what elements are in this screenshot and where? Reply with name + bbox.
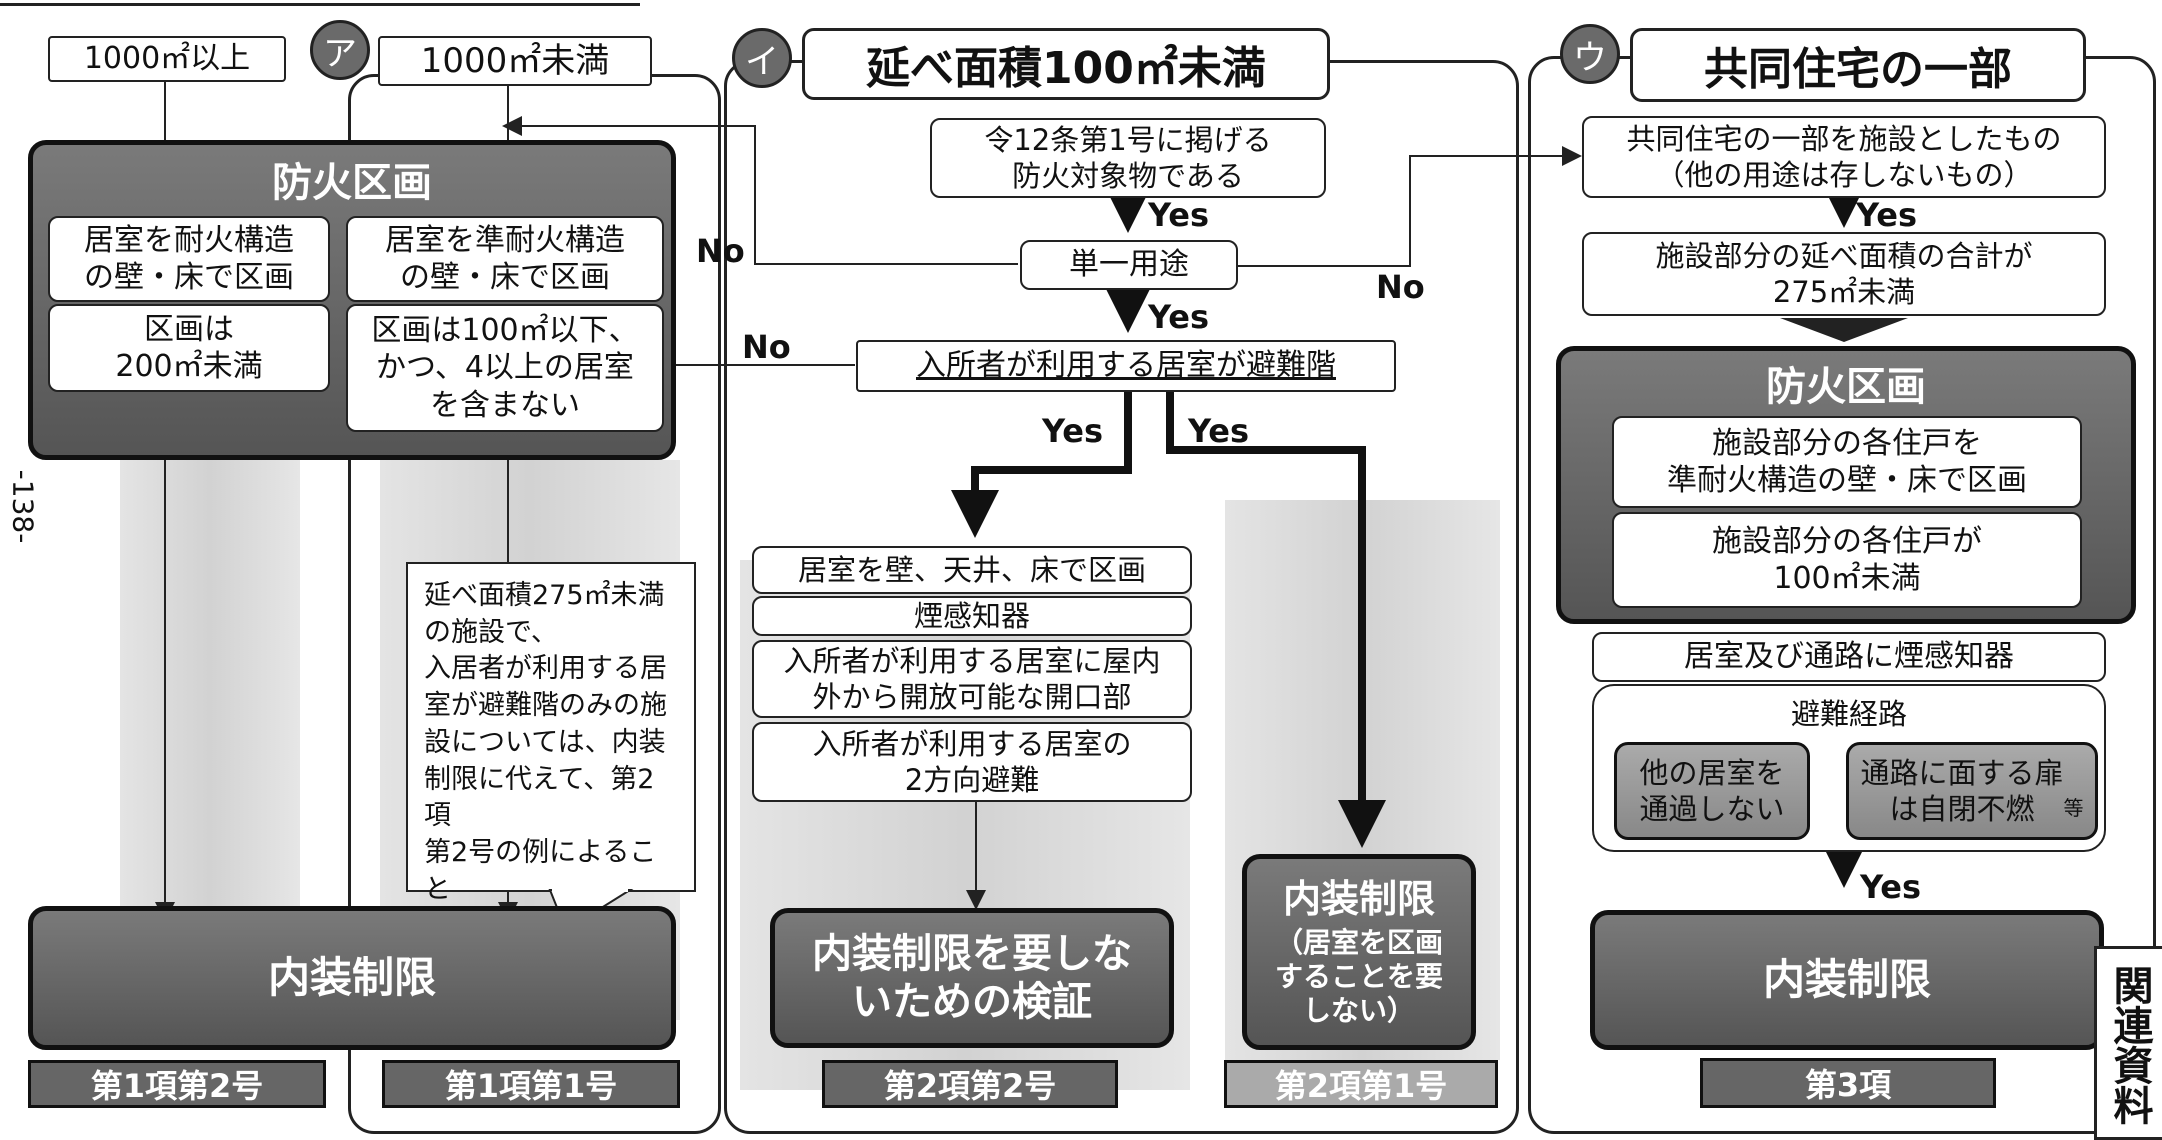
u-title: 共同住宅の一部 bbox=[1630, 28, 2086, 102]
i-result-right: 内装制限 （居室を区画 することを要 しない） bbox=[1242, 854, 1476, 1050]
i-result-left: 内装制限を要しな いための検証 bbox=[770, 908, 1174, 1048]
u-route-title: 避難経路 bbox=[1790, 697, 1907, 731]
i-label-left: 第2項第2号 bbox=[822, 1060, 1118, 1108]
u-route-2: 通路に面する扉 は自閉不燃等 bbox=[1846, 742, 2098, 840]
a-label-left: 第1項第2号 bbox=[28, 1060, 326, 1108]
i-req-3: 入所者が利用する居室に屋内 外から開放可能な開口部 bbox=[752, 640, 1192, 718]
a-left-area: 区画は 200㎡未満 bbox=[48, 304, 330, 392]
u-route-1: 他の居室を 通過しない bbox=[1614, 742, 1810, 840]
i-no-q2-left: No bbox=[696, 232, 745, 270]
side-tab: 関連資料 bbox=[2094, 946, 2162, 1140]
u-fc-2: 施設部分の各住戸が 100㎡未満 bbox=[1612, 512, 2082, 608]
i-no-q3: No bbox=[742, 328, 791, 366]
i-label-right: 第2項第1号 bbox=[1224, 1060, 1498, 1108]
note-bubble: 延べ面積275㎡未満 の施設で、 入居者が利用する居 室が避難階のみの施 設につ… bbox=[406, 562, 696, 941]
i-req-4: 入所者が利用する居室の 2方向避難 bbox=[752, 722, 1192, 802]
u-q2: 施設部分の延べ面積の合計が 275㎡未満 bbox=[1582, 232, 2106, 316]
fire-compartment-a-title: 防火区画 bbox=[272, 160, 432, 206]
fire-compartment-u-title: 防火区画 bbox=[1766, 364, 1926, 410]
u-q1: 共同住宅の一部を施設としたもの （他の用途は存しないもの） bbox=[1582, 116, 2106, 198]
u-yes-1: Yes bbox=[1856, 196, 1917, 234]
marker-u: ウ bbox=[1560, 24, 1620, 84]
a-left-wall: 居室を耐火構造 の壁・床で区画 bbox=[48, 216, 330, 302]
marker-a: ア bbox=[310, 20, 370, 80]
i-yes-2: Yes bbox=[1148, 298, 1209, 336]
i-req-2: 煙感知器 bbox=[752, 596, 1192, 636]
u-result: 内装制限 bbox=[1590, 910, 2104, 1050]
u-route-2-suffix: 等 bbox=[2063, 796, 2084, 820]
side-tab-label: 関連資料 bbox=[2106, 965, 2153, 1125]
u-fc-1: 施設部分の各住戸を 準耐火構造の壁・床で区画 bbox=[1612, 416, 2082, 508]
u-route-2-main: 通路に面する扉 は自閉不燃 bbox=[1860, 755, 2064, 826]
i-result-right-title: 内装制限 bbox=[1282, 876, 1435, 921]
a-result: 内装制限 bbox=[28, 906, 676, 1050]
i-title: 延べ面積100㎡未満 bbox=[802, 28, 1330, 100]
box-1000-under: 1000㎡未満 bbox=[378, 36, 652, 86]
a-right-area: 区画は100㎡以下、 かつ、4以上の居室 を含まない bbox=[346, 304, 664, 432]
a-right-wall: 居室を準耐火構造 の壁・床で区画 bbox=[346, 216, 664, 302]
a-label-right: 第1項第1号 bbox=[382, 1060, 680, 1108]
i-yes-1: Yes bbox=[1148, 196, 1209, 234]
u-smoke: 居室及び通路に煙感知器 bbox=[1592, 632, 2106, 682]
box-1000-over: 1000㎡以上 bbox=[48, 36, 286, 82]
i-q1: 令12条第1号に掲げる 防火対象物である bbox=[930, 118, 1326, 198]
top-rule bbox=[0, 3, 640, 6]
i-yes-3-left: Yes bbox=[1042, 412, 1103, 450]
i-yes-3-right: Yes bbox=[1188, 412, 1249, 450]
marker-i: イ bbox=[732, 28, 792, 88]
u-label: 第3項 bbox=[1700, 1058, 1996, 1108]
i-result-right-note: （居室を区画 することを要 しない） bbox=[1274, 926, 1443, 1027]
i-no-q2-right: No bbox=[1376, 268, 1425, 306]
i-q3: 入所者が利用する居室が避難階 bbox=[856, 340, 1396, 392]
i-q2: 単一用途 bbox=[1020, 240, 1238, 290]
u-yes-2: Yes bbox=[1860, 868, 1921, 906]
i-req-1: 居室を壁、天井、床で区画 bbox=[752, 546, 1192, 594]
side-page-number: -138- bbox=[6, 469, 40, 544]
